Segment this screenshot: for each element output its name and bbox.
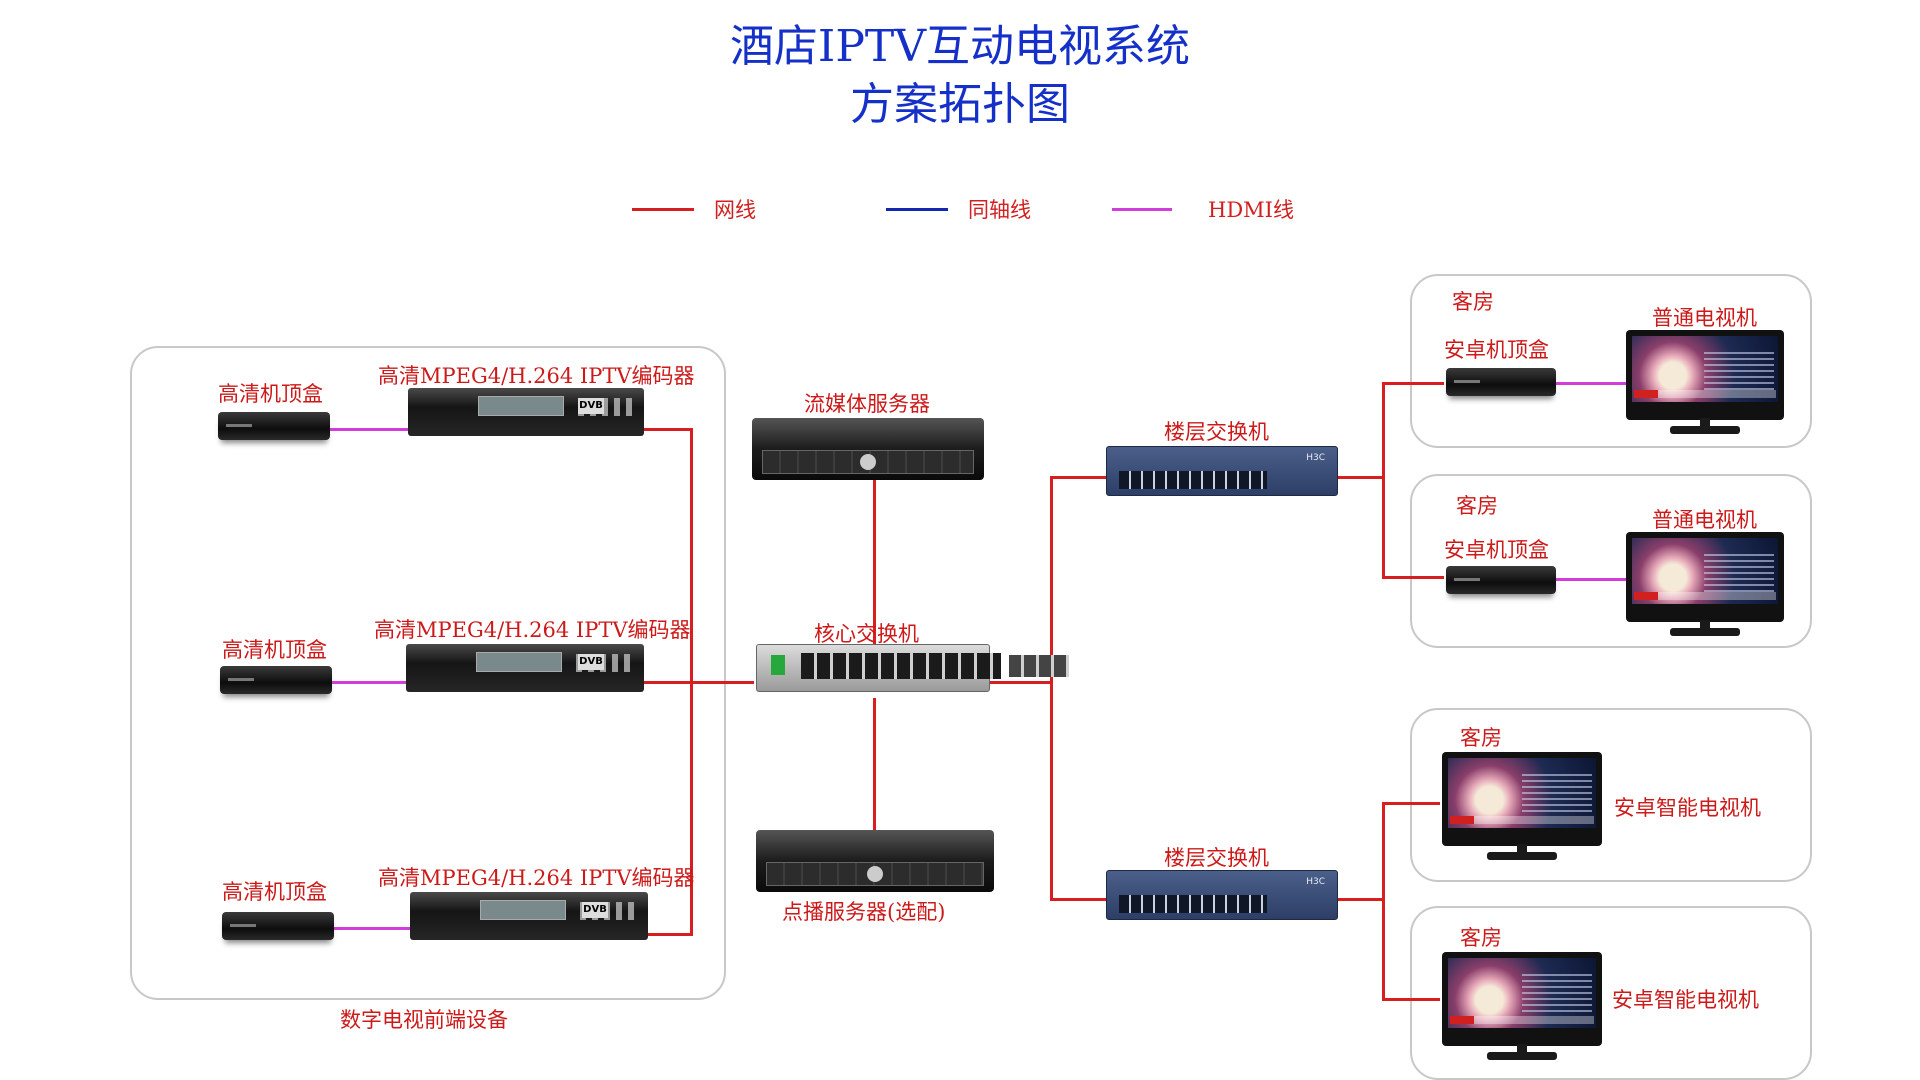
streaming-server-label: 流媒体服务器 [804,392,930,416]
iptv-encoder-2: DVB [406,644,644,692]
android-tv-label-1: 安卓智能电视机 [1614,796,1761,820]
dvb-logo-icon: DVB [578,398,604,414]
streaming-server [752,418,984,480]
stb-label-3: 高清机顶盒 [222,880,327,904]
stb-label-1: 高清机顶盒 [218,382,323,406]
normal-tv-label-2: 普通电视机 [1652,508,1757,532]
room-label-3: 客房 [1460,726,1502,750]
android-smart-tv-2 [1442,952,1602,1060]
encoder-label-3: 高清MPEG4/H.264 IPTV编码器 [378,866,695,890]
iptv-encoder-3: DVB [410,892,648,940]
hd-set-top-box-2 [220,666,332,694]
android-tv-label-2: 安卓智能电视机 [1612,988,1759,1012]
switch-brand: H3C [1306,453,1325,463]
android-set-top-box-1 [1446,368,1556,396]
headend-group-label: 数字电视前端设备 [340,1008,508,1032]
android-smart-tv-1 [1442,752,1602,860]
floor-switch-2: H3C [1106,870,1338,920]
stb-label-2: 高清机顶盒 [222,638,327,662]
switch-brand: H3C [1306,877,1325,887]
server-logo-icon [860,454,876,470]
legend-swatch-ethernet [632,208,694,211]
iptv-encoder-1: DVB [408,388,644,436]
legend-swatch-coax [886,208,948,211]
vod-server [756,830,994,892]
floor-switch-1: H3C [1106,446,1338,496]
room-label-2: 客房 [1456,494,1498,518]
android-stb-label-2: 安卓机顶盒 [1444,538,1549,562]
dvb-logo-icon: DVB [582,902,608,918]
android-stb-label-1: 安卓机顶盒 [1444,338,1549,362]
room-box-4 [1410,906,1812,1080]
core-switch-label: 核心交换机 [814,622,919,646]
normal-tv-2 [1626,532,1784,636]
dvb-logo-icon: DVB [578,654,604,670]
legend-label-hdmi: HDMI线 [1208,198,1294,222]
android-set-top-box-2 [1446,566,1556,594]
encoder-label-1: 高清MPEG4/H.264 IPTV编码器 [378,364,695,388]
core-switch [756,644,1069,692]
room-label-4: 客房 [1460,926,1502,950]
server-logo-icon [867,866,883,882]
encoder-label-2: 高清MPEG4/H.264 IPTV编码器 [374,618,691,642]
floor-switch-label-2: 楼层交换机 [1164,846,1269,870]
hd-set-top-box-1 [218,412,330,440]
legend-label-ethernet: 网线 [714,198,756,222]
normal-tv-label-1: 普通电视机 [1652,306,1757,330]
diagram-subtitle: 方案拓扑图 [850,79,1070,130]
floor-switch-label-1: 楼层交换机 [1164,420,1269,444]
legend-label-coax: 同轴线 [968,198,1031,222]
normal-tv-1 [1626,330,1784,434]
hd-set-top-box-3 [222,912,334,940]
diagram-title: 酒店IPTV互动电视系统 [729,21,1191,72]
room-label-1: 客房 [1452,290,1494,314]
legend-swatch-hdmi [1112,208,1172,211]
vod-server-label: 点播服务器(选配) [782,900,946,924]
